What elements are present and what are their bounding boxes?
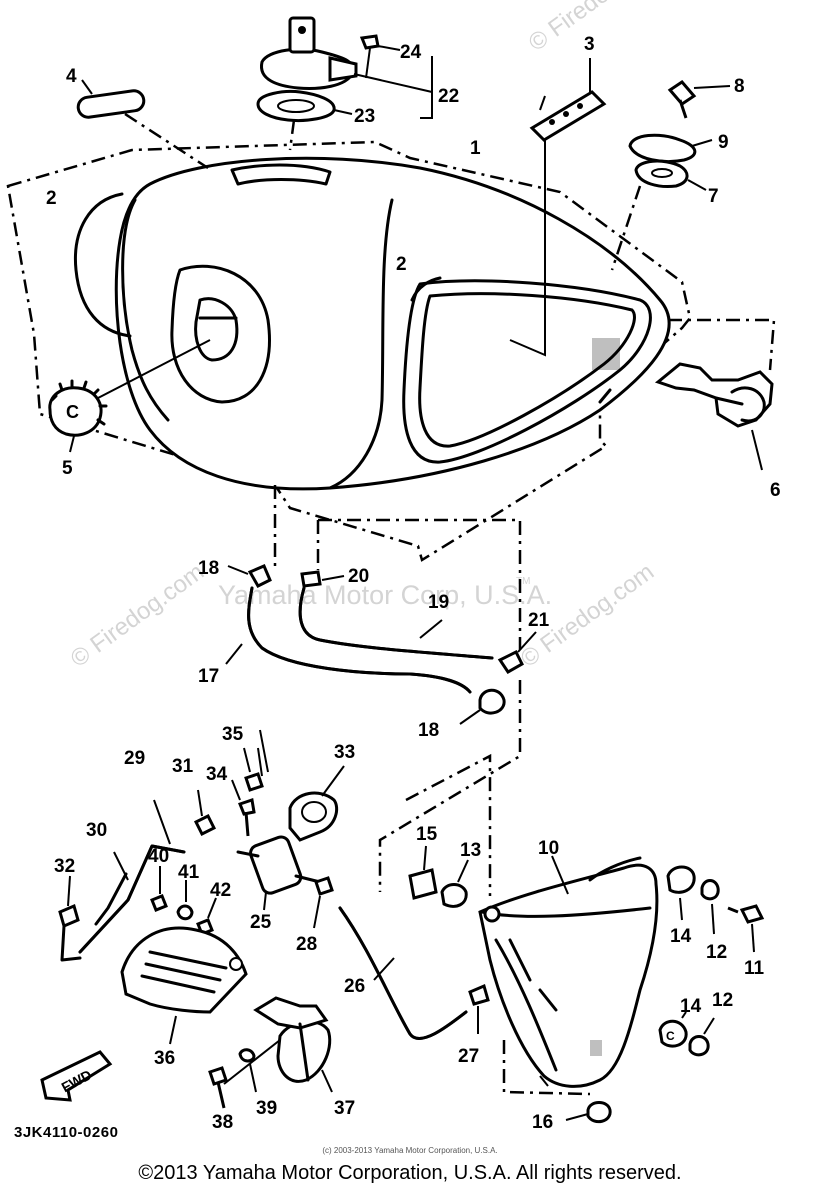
callout-5: 5 [62,458,73,479]
callout-31: 31 [172,756,194,777]
callout-12-top: 12 [706,942,727,963]
callout-35: 35 [222,724,244,745]
emblem-trim-left [73,192,132,338]
washer-41 [176,904,194,921]
callout-41: 41 [178,862,200,883]
callout-13: 13 [460,840,481,861]
callout-22: 22 [438,86,459,107]
callout-12-bottom: 12 [712,990,733,1011]
damper-13 [440,883,468,908]
washer-39 [238,1048,256,1063]
watermark-tm: TM [516,576,530,587]
callout-37: 37 [334,1098,355,1119]
callout-40: 40 [148,846,169,867]
cover-37 [253,996,332,1083]
clip-32 [58,903,80,929]
callout-26: 26 [344,976,365,997]
svg-text:C: C [666,1029,675,1043]
bolt-8 [667,80,697,119]
callout-34: 34 [206,764,228,785]
bolt-16 [586,1101,612,1124]
callout-27: 27 [458,1046,479,1067]
callout-21: 21 [528,610,550,631]
callout-8: 8 [734,76,745,97]
callout-30: 30 [86,820,107,841]
fuel-gauge-cap: C [48,379,108,437]
washer-9 [628,133,697,163]
callout-29: 29 [124,748,145,769]
tank-bracket [654,362,774,428]
callout-28: 28 [296,934,317,955]
fuel-filter [236,835,322,895]
grommet-15 [408,868,438,900]
callout-32: 32 [54,856,75,877]
collar-12-bottom [688,1035,710,1057]
callout-11: 11 [744,958,765,979]
clip-28 [314,876,334,896]
clip-27 [468,983,490,1006]
bolt-11 [727,904,765,924]
fuel-pump-cover [120,926,248,1014]
callout-14-top: 14 [670,926,692,947]
screw-40 [150,894,168,912]
callout-38: 38 [212,1112,233,1133]
callout-2-left: 2 [46,188,57,209]
callout-18-bottom: 18 [418,720,439,741]
callout-3: 3 [584,34,595,55]
callout-7: 7 [708,186,719,207]
clip-31 [193,813,217,837]
callout-17: 17 [198,666,219,687]
nut-35 [244,772,264,792]
damper-14-top [666,865,696,894]
callout-18-top: 18 [198,558,219,579]
cap-screw [359,34,380,50]
watermark-side-left: © Firedog.com [66,558,209,673]
clip-20 [300,570,322,588]
diagram-code: 3JK4110-0260 [14,1124,119,1141]
emblem-plate [529,90,607,142]
callout-6: 6 [770,480,781,501]
hose-connection-outline-right [316,518,522,650]
callout-25: 25 [250,912,272,933]
callout-42: 42 [210,880,231,901]
damper-14-bottom [658,1019,688,1048]
svg-text:C: C [66,402,79,422]
callout-16: 16 [532,1112,553,1133]
callout-9: 9 [718,132,729,153]
callout-4: 4 [66,66,77,87]
bolt-38 [208,1066,228,1109]
fuel-tank-cap [260,16,358,90]
callout-14-bottom: 14 [680,996,702,1017]
callout-24: 24 [400,42,422,63]
sub-tank-mount-outline [502,1040,591,1096]
callout-33: 33 [334,742,355,763]
fuel-tank [114,156,671,491]
callout-15: 15 [416,824,438,845]
footer-copyright: ©2013 Yamaha Motor Corporation, U.S.A. A… [138,1162,682,1184]
filter-connection-outline [378,680,522,892]
clip-18-bottom [478,688,506,715]
callout-2-right: 2 [396,254,407,275]
clip-18-top [247,564,272,588]
watermark-center: Yamaha Motor Corp, U.S.A. [218,580,552,610]
emblem-trim-right [410,276,442,302]
callout-36: 36 [154,1048,175,1069]
callout-10: 10 [538,838,559,859]
watermark-top-right: © Firedog [524,0,625,57]
collar-12-top [700,879,720,901]
grommet [76,89,146,119]
sub-tank [478,856,659,1088]
callout-23: 23 [354,106,375,127]
callout-19: 19 [428,592,449,613]
callout-39: 39 [256,1098,277,1119]
forward-direction-arrow: FWD [40,1050,113,1102]
small-copyright: (c) 2003-2013 Yamaha Motor Corporation, … [322,1146,498,1155]
callout-20: 20 [348,566,369,587]
clip-21 [497,649,524,674]
hose-30 [94,872,128,926]
bolt-34 [238,798,256,837]
tank-shield-connection-outline [405,753,492,896]
callout-1: 1 [470,138,481,159]
